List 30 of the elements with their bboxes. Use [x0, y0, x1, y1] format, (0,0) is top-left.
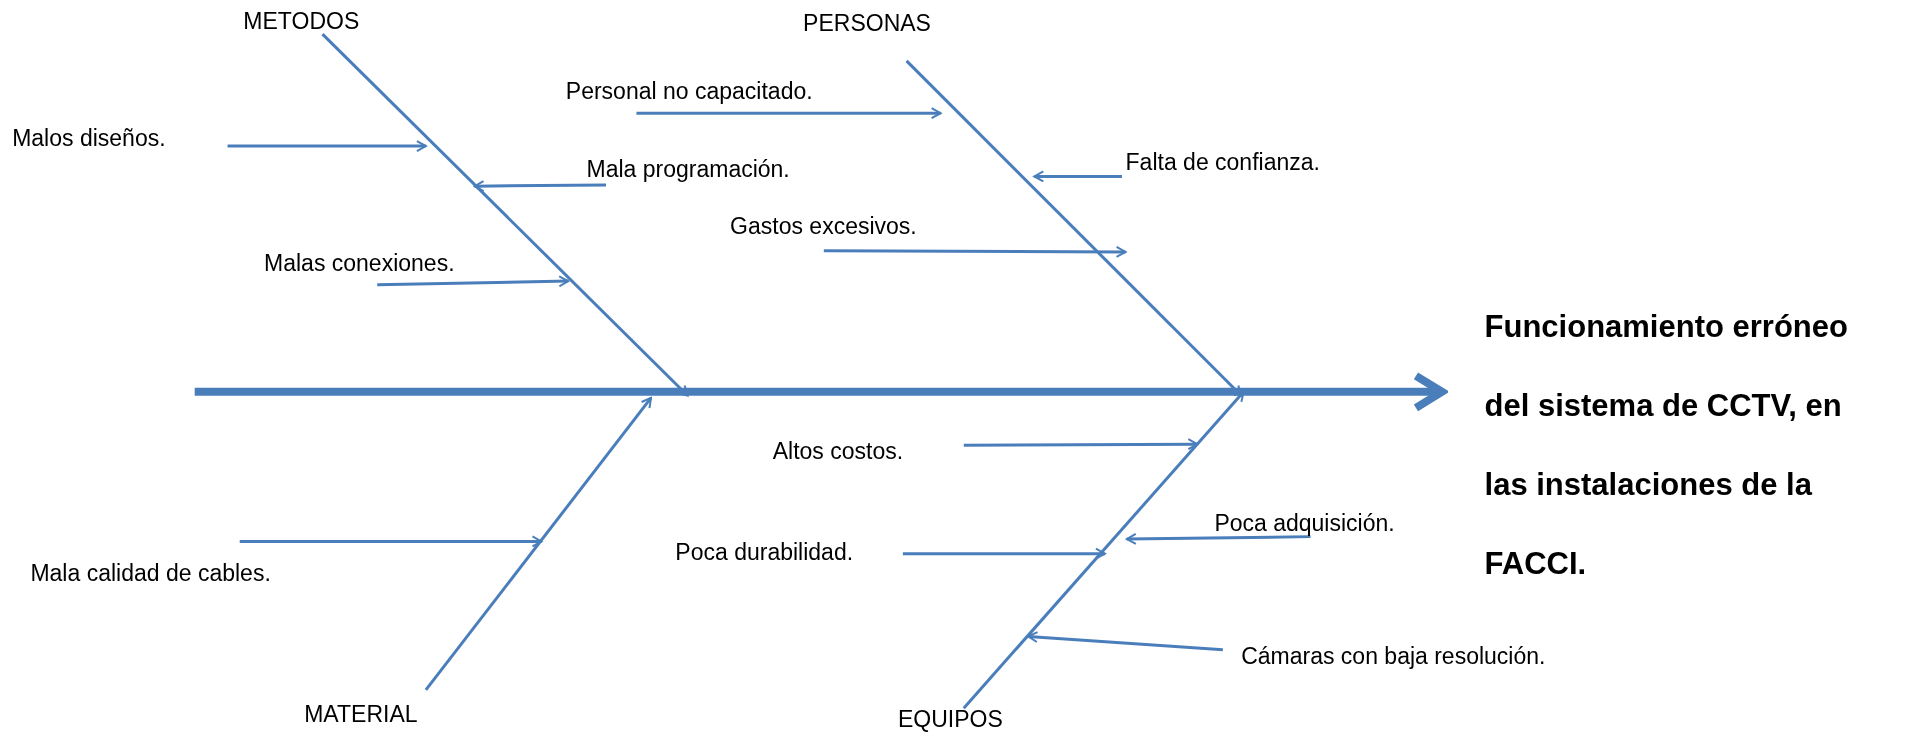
- cause-label: Personal no capacitado.: [565, 80, 813, 104]
- category-label: MATERIAL: [304, 703, 418, 727]
- arrow: [377, 275, 570, 288]
- arrow: [963, 438, 1199, 451]
- category-label: EQUIPOS: [898, 708, 1003, 732]
- cause-label: Altos costos.: [772, 440, 904, 464]
- cause-label: Poca durabilidad.: [675, 541, 854, 565]
- arrow: [227, 140, 427, 152]
- bone-arrow: [321, 33, 689, 397]
- cause-label: Mala calidad de cables.: [30, 562, 271, 586]
- bone-arrow: [905, 59, 1243, 397]
- effect-label: Funcionamiento erróneo del sistema de CCTV, en las instalaciones de la FACCI.: [1484, 287, 1890, 604]
- cause-label: Mala programación.: [586, 158, 790, 182]
- cause-label: Cámaras con baja resolución.: [1241, 644, 1546, 668]
- arrow: [239, 535, 543, 548]
- arrow: [1125, 532, 1311, 545]
- arrow: [636, 107, 942, 120]
- arrow: [473, 180, 606, 193]
- category-label: METODOS: [243, 9, 360, 33]
- cause-label: Malas conexiones.: [264, 251, 455, 275]
- bone-arrow: [424, 396, 653, 691]
- arrow: [823, 245, 1127, 258]
- cause-label: Malos diseños.: [12, 126, 166, 150]
- arrow: [902, 547, 1106, 560]
- cause-label: Poca adquisición.: [1214, 512, 1395, 536]
- arrow: [1033, 170, 1122, 183]
- arrow: [1027, 631, 1224, 652]
- cause-label: Gastos excesivos.: [730, 215, 917, 239]
- cause-label: Falta de confianza.: [1125, 150, 1320, 174]
- category-label: PERSONAS: [803, 12, 931, 36]
